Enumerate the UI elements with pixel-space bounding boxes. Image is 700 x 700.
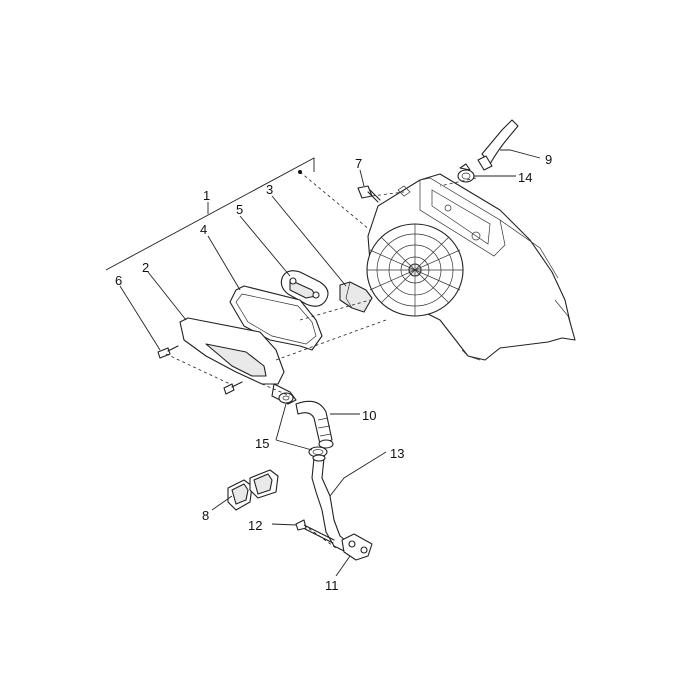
part-9-hose bbox=[477, 119, 519, 171]
part-7-bolt bbox=[357, 185, 381, 203]
callout-3: 3 bbox=[266, 182, 273, 197]
callout-2: 2 bbox=[142, 260, 149, 275]
callout-14: 14 bbox=[518, 170, 532, 185]
part-8-brackets bbox=[227, 469, 279, 511]
callout-11: 11 bbox=[325, 578, 339, 593]
part-14-clamp bbox=[457, 163, 475, 183]
part-2-airbox-cover bbox=[179, 317, 297, 405]
part-5-oval-plate bbox=[280, 270, 329, 307]
part-6-screws bbox=[157, 345, 243, 395]
callout-1: 1 bbox=[203, 188, 210, 203]
callout-5: 5 bbox=[236, 202, 243, 217]
part-4-gasket bbox=[229, 285, 323, 351]
cooling-fan-housing bbox=[366, 173, 576, 361]
part-10-elbow-pipe bbox=[295, 400, 334, 449]
part-13-drain-tube bbox=[311, 454, 351, 553]
callout-6: 6 bbox=[115, 273, 122, 288]
part-11-flange bbox=[341, 533, 373, 561]
assembly-dot bbox=[298, 170, 302, 174]
callout-9: 9 bbox=[545, 152, 552, 167]
part-3-filter-cap bbox=[339, 281, 373, 313]
callout-7: 7 bbox=[355, 156, 362, 171]
leader-lines bbox=[119, 149, 541, 577]
callout-10: 10 bbox=[362, 408, 376, 423]
callout-15: 15 bbox=[255, 436, 269, 451]
callout-4: 4 bbox=[200, 222, 207, 237]
assembly-dashed-lines bbox=[165, 171, 477, 549]
callout-12: 12 bbox=[248, 518, 262, 533]
callout-8: 8 bbox=[202, 508, 209, 523]
callout-labels: 1 2 3 4 5 6 7 8 9 10 11 12 13 14 15 bbox=[115, 152, 552, 593]
assembly-bracket bbox=[105, 157, 315, 271]
callout-13: 13 bbox=[390, 446, 404, 461]
part-15-clips bbox=[278, 392, 328, 458]
